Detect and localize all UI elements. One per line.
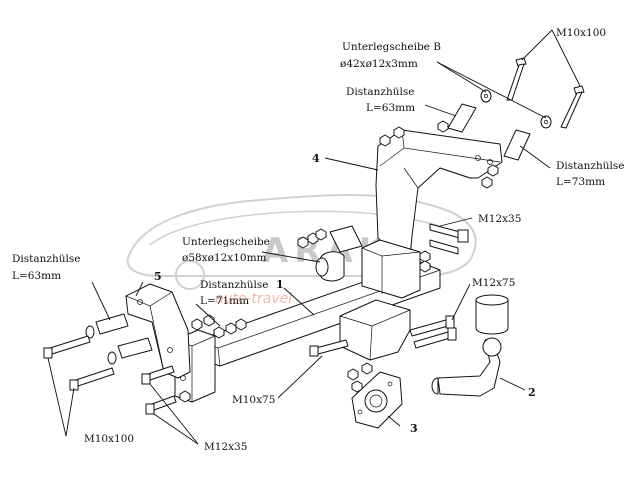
nut-icon <box>393 126 405 139</box>
label-unterlegscheibe-b-dim: ø42xø12x3mm <box>340 58 418 70</box>
label-distanz-73: Distanzhülse <box>556 160 624 172</box>
nut-icon <box>351 380 363 393</box>
nut-icon <box>297 236 309 249</box>
part-4-bracket <box>375 129 503 261</box>
spacer-sleeve-icon <box>117 337 153 359</box>
label-distanz-71: Distanzhülse <box>200 279 268 291</box>
label-distanz-71-len: L=71mm <box>200 295 249 307</box>
nut-icon <box>419 250 431 263</box>
label-unterlegscheibe-b: Unterlegscheibe B <box>342 41 441 53</box>
bolt-icon <box>141 373 151 385</box>
washer-icon <box>540 115 552 129</box>
nut-icon <box>191 318 203 331</box>
watermark-tagline: auto-travel <box>215 291 292 307</box>
washer-icon <box>480 89 492 103</box>
nut-icon <box>179 390 191 403</box>
label-distanz-63-left: Distanzhülse <box>12 253 80 265</box>
nut-icon <box>225 322 237 335</box>
nut-icon <box>213 326 225 339</box>
bolt-icon <box>145 403 155 415</box>
part-number-1: 1 <box>276 278 284 291</box>
label-distanz-63-top: Distanzhülse <box>346 86 414 98</box>
nut-icon <box>437 120 449 133</box>
fasteners <box>43 57 585 415</box>
part-number-5: 5 <box>154 270 162 283</box>
tow-ball-icon <box>482 337 502 357</box>
part-5-bracket <box>125 283 191 379</box>
bolt-icon <box>506 57 527 101</box>
bolt-icon <box>457 229 469 243</box>
nut-icon <box>487 164 499 177</box>
part-2-towball <box>431 294 509 397</box>
spacer-sleeve-icon <box>503 129 531 161</box>
labels: M10x100 Unterlegscheibe B ø42xø12x3mm Di… <box>12 27 624 453</box>
nut-icon <box>481 176 493 189</box>
bolt-icon <box>49 335 91 355</box>
label-m10x100-top: M10x100 <box>556 27 606 39</box>
label-m12x35-top: M12x35 <box>478 213 521 225</box>
nut-icon <box>315 228 327 241</box>
nut-icon <box>235 318 247 331</box>
label-unterlegscheibe: Unterlegscheibe <box>182 236 270 248</box>
nut-icon <box>203 314 215 327</box>
nut-icon <box>419 260 431 273</box>
label-m10x75: M10x75 <box>232 394 275 406</box>
bolt-icon <box>315 339 349 355</box>
part-number-4: 4 <box>312 152 320 165</box>
part-3-socket-plate <box>351 371 403 429</box>
washer-icon <box>85 325 95 339</box>
nut-icon <box>379 134 391 147</box>
nut-icon <box>347 368 359 381</box>
spacer-sleeve-icon <box>95 313 129 335</box>
label-m12x75: M12x75 <box>472 277 515 289</box>
label-m12x35-bottom: M12x35 <box>204 441 247 453</box>
nut-icon <box>361 362 373 375</box>
label-m10x100-bottom: M10x100 <box>84 433 134 445</box>
spacer-sleeve-icon <box>447 103 477 133</box>
label-unterlegscheibe-dim: ø58xø12x10mm <box>182 252 267 264</box>
washer-icon <box>107 351 117 365</box>
bolt-icon <box>560 85 585 129</box>
leader-lines <box>47 29 581 445</box>
label-distanz-63-left-len: L=63mm <box>12 270 61 282</box>
bolt-icon <box>75 367 115 387</box>
part-number-3: 3 <box>410 422 418 435</box>
part-1-crossbar <box>174 239 441 403</box>
label-distanz-63-top-len: L=63mm <box>366 102 415 114</box>
part-number-2: 2 <box>528 386 536 399</box>
label-distanz-73-len: L=73mm <box>556 176 605 188</box>
